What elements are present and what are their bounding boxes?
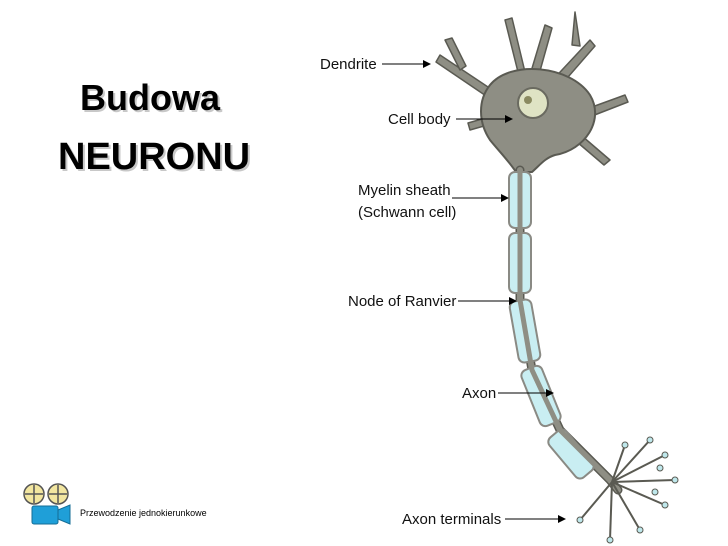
label-dendrite: Dendrite [320, 56, 377, 73]
slide-title-line2: NEURONU [58, 136, 251, 178]
label-cell-body: Cell body [388, 111, 451, 128]
label-schwann-cell: (Schwann cell) [358, 204, 456, 221]
film-camera-icon[interactable] [22, 482, 74, 528]
footer-label: Przewodzenie jednokierunkowe [80, 508, 207, 518]
label-axon: Axon [462, 385, 496, 402]
dendrites [435, 11, 629, 166]
cell-body [480, 68, 596, 173]
axon-terminals-group [579, 439, 676, 541]
slide-title-line1: Budowa [80, 77, 220, 118]
label-myelin-sheath: Myelin sheath [358, 182, 451, 199]
nucleus [517, 87, 549, 119]
label-node-of-ranvier: Node of Ranvier [348, 293, 456, 310]
label-axon-terminals: Axon terminals [402, 511, 501, 528]
